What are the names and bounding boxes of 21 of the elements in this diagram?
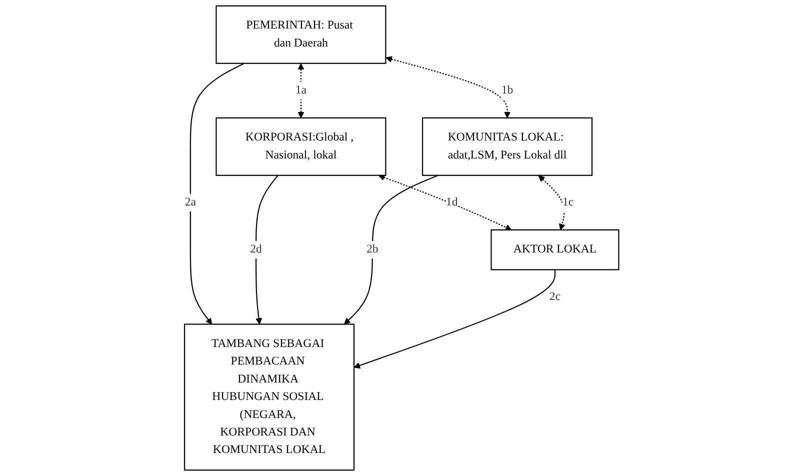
node-box: KORPORASI:Global , Nasional, lokal [216,117,386,176]
arrow [378,174,512,230]
edge-label: 2b [366,243,378,256]
arrow [344,174,438,324]
edge-label: 2d [250,243,262,256]
edge-label: 2c [549,290,560,303]
arrow [538,175,566,230]
node-box: KOMUNITAS LOKAL: adat,LSM, Pers Lokal dll [422,117,592,176]
edge-label: 1b [501,84,514,97]
node-box: TAMBANG SEBAGAI PEMBACAAN DINAMIKA HUBUNGAN SOSIAL (NEGARA, KORPORASI DAN KOMUNITAS LOKAL [184,324,354,471]
edge-label: 1a [295,84,306,97]
arrow [298,63,304,118]
arrow [190,62,244,324]
arrow [255,175,278,324]
node-box: AKTOR LOKAL [490,229,620,270]
node-box: PEMERINTAH: Pusat dan Daerah [216,5,386,64]
edge-label: 2a [184,196,196,209]
arrow [386,56,510,118]
edge-label: 1c [562,196,574,209]
arrow [354,270,556,369]
edge-label: 1d [446,196,458,209]
